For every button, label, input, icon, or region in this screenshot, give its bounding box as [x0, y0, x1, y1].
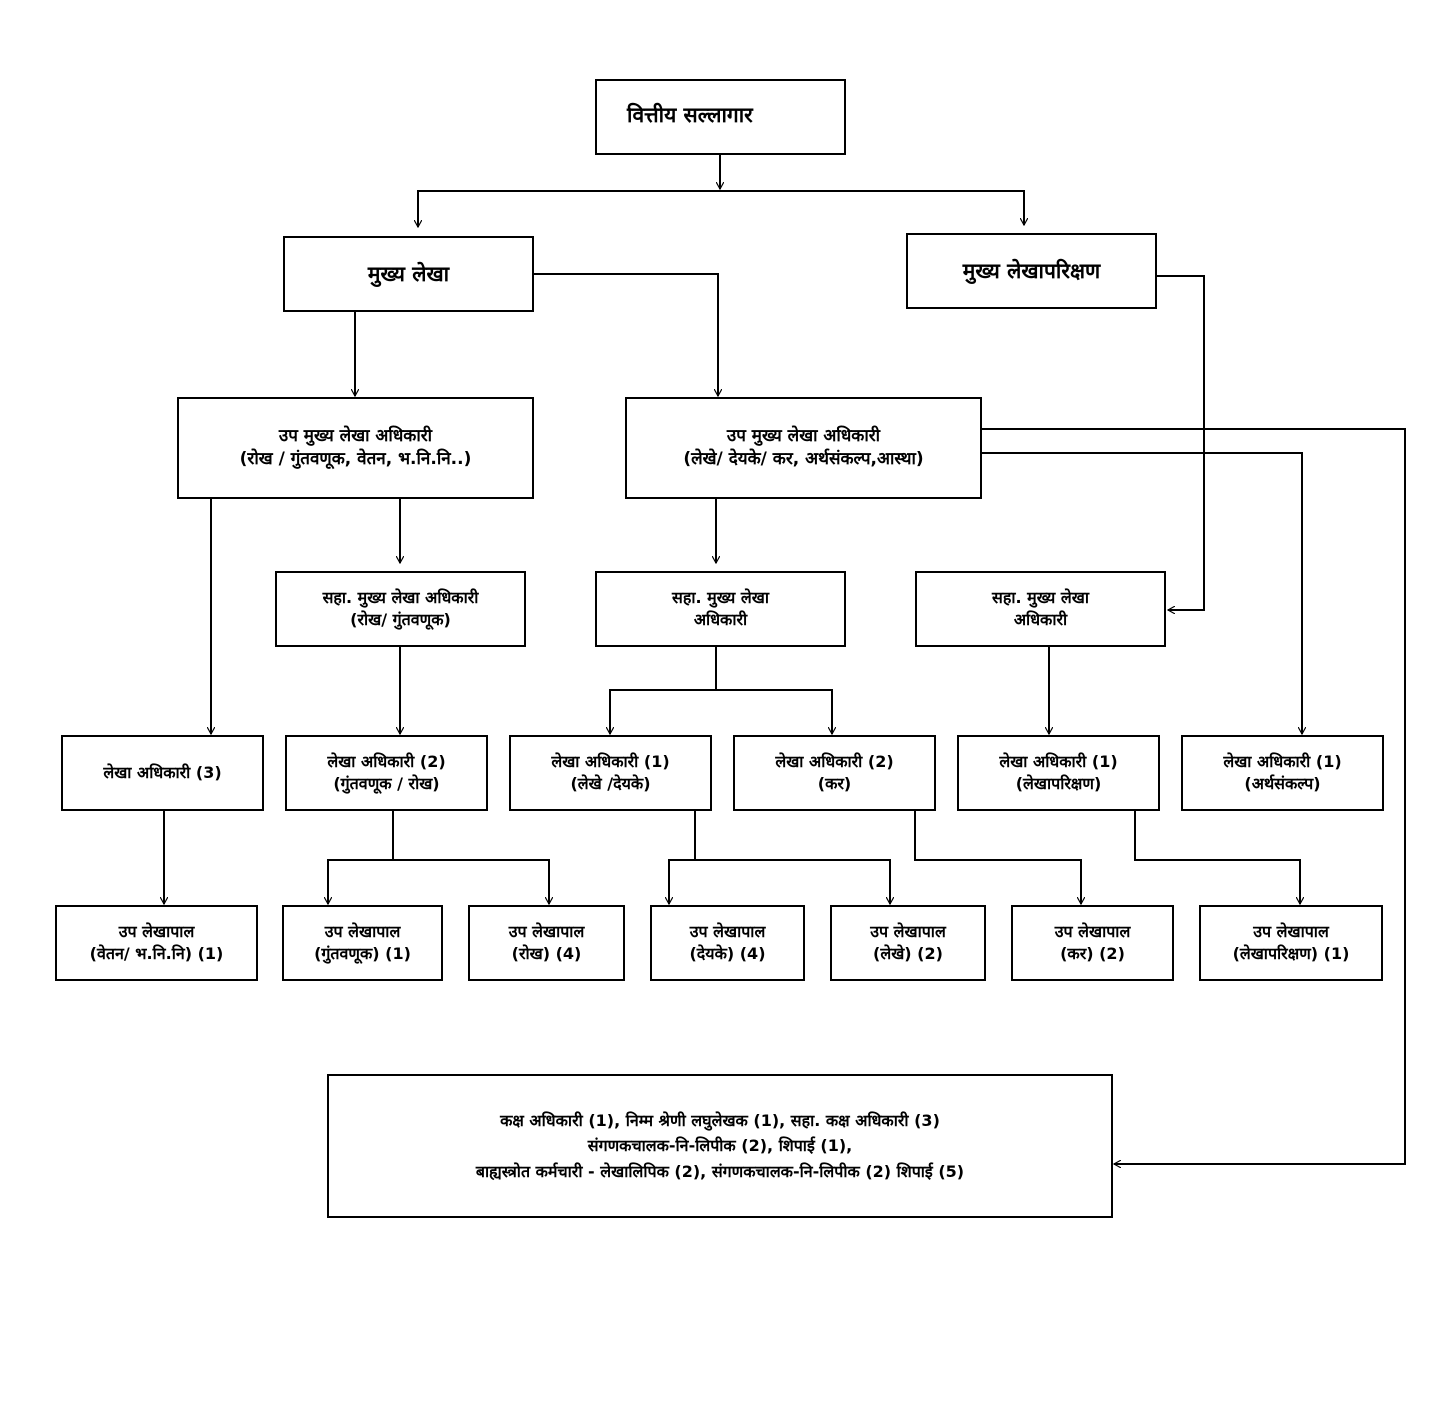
- ao-1-audit-box: लेखा अधिकारी (1) (लेखापरिक्षण): [957, 735, 1160, 811]
- dy-acct-accounts-box: उप लेखापाल (लेखे) (2): [830, 905, 986, 981]
- connector-fa-to-chief-audit: [720, 190, 1024, 225]
- deputy-chief-left-box: उप मुख्य लेखा अधिकारी (रोख / गुंतवणूक, व…: [177, 397, 534, 499]
- dy-acct-salary-scope: (वेतन/ भ.नि.नि) (1): [89, 944, 224, 963]
- dy-acct-invest-scope: (गुंतवणूक) (1): [314, 944, 411, 963]
- asst-chief-right-box: सहा. मुख्य लेखा अधिकारी: [915, 571, 1166, 647]
- ao-2-invest-title: लेखा अधिकारी (2): [327, 752, 446, 772]
- connector-ao2-to-dy-cash: [393, 859, 549, 904]
- dy-acct-accounts-title: उप लेखापाल: [870, 922, 946, 942]
- connector-ao1-to-dy-accounts: [695, 859, 890, 904]
- dy-acct-audit-box: उप लेखापाल (लेखापरिक्षण) (1): [1199, 905, 1383, 981]
- deputy-chief-mid-title: उप मुख्य लेखा अधिकारी: [726, 426, 881, 447]
- support-staff-box: कक्ष अधिकारी (1), निम्म श्रेणी लघुलेखक (…: [327, 1074, 1113, 1218]
- ao-1-audit-title: लेखा अधिकारी (1): [999, 752, 1118, 772]
- chief-audit-box: मुख्य लेखापरिक्षण: [906, 233, 1157, 309]
- dy-acct-bills-title: उप लेखापाल: [689, 922, 766, 942]
- dy-acct-tax-title: उप लेखापाल: [1054, 922, 1131, 942]
- ao-2-tax-box: लेखा अधिकारी (2) (कर): [733, 735, 936, 811]
- ao-1-audit-scope: (लेखापरिक्षण): [1015, 774, 1102, 793]
- dy-acct-audit-title: उप लेखापाल: [1253, 922, 1329, 942]
- dy-acct-cash-title: उप लेखापाल: [508, 922, 585, 942]
- ao-1-accounts-title: लेखा अधिकारी (1): [551, 752, 670, 772]
- deputy-chief-mid-box: उप मुख्य लेखा अधिकारी (लेखे/ देयके/ कर, …: [625, 397, 982, 499]
- support-staff-line-3: बाह्यस्त्रोत कर्मचारी - लेखालिपिक (2), स…: [475, 1161, 965, 1181]
- ao-2-tax-title: लेखा अधिकारी (2): [775, 752, 894, 772]
- ao-2-invest-box: लेखा अधिकारी (2) (गुंतवणूक / रोख): [285, 735, 488, 811]
- connector-deputy-mid-to-ao-budget: [981, 452, 1302, 734]
- ao-1-budget-scope: (अर्थसंकल्प): [1244, 774, 1321, 793]
- dy-acct-cash-box: उप लेखापाल (रोख) (4): [468, 905, 625, 981]
- dy-acct-invest-title: उप लेखापाल: [324, 922, 401, 942]
- connector-deputy-mid-to-staff: [981, 428, 1406, 1164]
- ao-1-budget-box: लेखा अधिकारी (1) (अर्थसंकल्प): [1181, 735, 1384, 811]
- support-staff-line-1: कक्ष अधिकारी (1), निम्म श्रेणी लघुलेखक (…: [500, 1110, 940, 1130]
- chief-accounts-box: मुख्य लेखा: [283, 236, 534, 312]
- asst-chief-right-title-2: अधिकारी: [1013, 610, 1068, 629]
- deputy-chief-left-scope: (रोख / गुंतवणूक, वेतन, भ.नि.नि..): [239, 449, 472, 469]
- ao-1-accounts-scope: (लेखे /देयके): [570, 774, 651, 793]
- connector-ao2-to-dy-invest: [328, 859, 393, 904]
- financial-advisor-box: वित्तीय सल्लागार: [595, 79, 846, 155]
- dy-acct-cash-scope: (रोख) (4): [511, 944, 582, 963]
- dy-acct-tax-scope: (कर) (2): [1060, 944, 1125, 963]
- ao-2-invest-scope: (गुंतवणूक / रोख): [333, 774, 440, 793]
- connector-audit-to-asst-right: [1156, 275, 1205, 610]
- asst-chief-left-scope: (रोख/ गुंतवणूक): [350, 610, 451, 629]
- asst-chief-mid-box: सहा. मुख्य लेखा अधिकारी: [595, 571, 846, 647]
- dy-acct-salary-box: उप लेखापाल (वेतन/ भ.नि.नि) (1): [55, 905, 258, 981]
- dy-acct-bills-scope: (देयके) (4): [689, 944, 766, 963]
- deputy-chief-left-title: उप मुख्य लेखा अधिकारी: [278, 426, 433, 447]
- ao-3-box: लेखा अधिकारी (3): [61, 735, 264, 811]
- ao-2-tax-scope: (कर): [817, 774, 852, 793]
- connector-asst-mid-to-ao1-accounts: [610, 689, 716, 734]
- asst-chief-left-title: सहा. मुख्य लेखा अधिकारी: [322, 588, 479, 608]
- connector-chief-to-deputy-mid: [533, 273, 718, 396]
- dy-acct-salary-title: उप लेखापाल: [118, 922, 195, 942]
- connector-ao1-audit-to-dy-audit: [1134, 810, 1300, 904]
- asst-chief-mid-title-2: अधिकारी: [693, 610, 748, 629]
- dy-acct-invest-box: उप लेखापाल (गुंतवणूक) (1): [282, 905, 443, 981]
- connector-fa-to-chief-accounts: [418, 190, 720, 227]
- dy-acct-audit-scope: (लेखापरिक्षण) (1): [1232, 944, 1350, 963]
- ao-1-budget-title: लेखा अधिकारी (1): [1223, 752, 1342, 772]
- dy-acct-bills-box: उप लेखापाल (देयके) (4): [650, 905, 805, 981]
- connector-ao2-tax-to-dy-tax: [914, 810, 1081, 904]
- dy-acct-accounts-scope: (लेखे) (2): [873, 944, 943, 963]
- asst-chief-left-box: सहा. मुख्य लेखा अधिकारी (रोख/ गुंतवणूक): [275, 571, 526, 647]
- ao-3-label: लेखा अधिकारी (3): [103, 763, 222, 783]
- deputy-chief-mid-scope: (लेखे/ देयके/ कर, अर्थसंकल्प,आस्था): [683, 449, 924, 469]
- dy-acct-tax-box: उप लेखापाल (कर) (2): [1011, 905, 1174, 981]
- chief-accounts-label: मुख्य लेखा: [367, 261, 450, 286]
- connector-asst-mid-to-ao2-tax: [716, 689, 832, 734]
- support-staff-line-2: संगणकचालक-नि-लिपीक (2), शिपाई (1),: [587, 1136, 853, 1156]
- asst-chief-right-title: सहा. मुख्य लेखा: [992, 588, 1089, 608]
- chief-audit-label: मुख्य लेखापरिक्षण: [962, 258, 1101, 283]
- connector-ao1-to-dy-bills: [669, 859, 695, 904]
- asst-chief-mid-title: सहा. मुख्य लेखा: [672, 588, 769, 608]
- financial-advisor-label: वित्तीय सल्लागार: [627, 103, 753, 127]
- ao-1-accounts-box: लेखा अधिकारी (1) (लेखे /देयके): [509, 735, 712, 811]
